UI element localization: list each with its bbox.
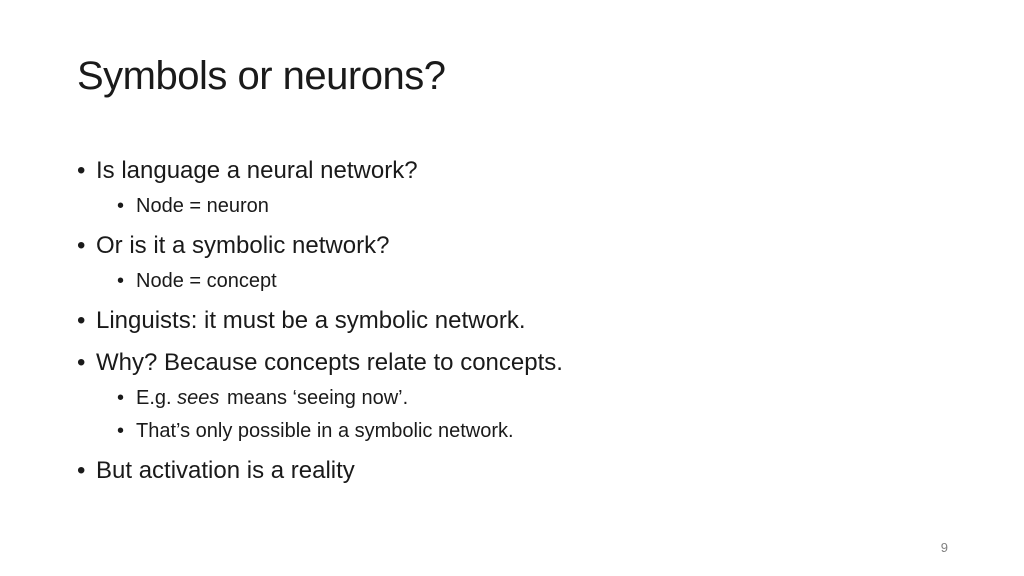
bullet-text: Or is it a symbolic network? [96,232,390,259]
bullet-icon: • [117,195,125,217]
bullet-text: That’s only possible in a symbolic netwo… [136,420,514,442]
sub-bullet-item: • Node = concept [117,269,964,294]
sub-bullet-item: • That’s only possible in a symbolic net… [117,419,964,444]
bullet-text-italic-segment: sees [177,387,220,409]
bullet-text: But activation is a reality [96,457,355,484]
bullet-text: Node = concept [136,270,277,292]
sub-bullet-item: • E.g. sees means ‘seeing now’. [117,386,964,411]
bullet-text: E.g. sees means ‘seeing now’. [136,386,964,411]
bullet-text: Why? Because concepts relate to concepts… [96,349,563,376]
bullet-icon: • [117,387,125,409]
bullet-icon: • [77,157,86,184]
bullet-text-segment: means ‘seeing now’. [221,387,409,409]
sub-bullet-item: • Node = neuron [117,194,964,219]
slide-title: Symbols or neurons? [77,54,446,98]
bullet-item: • Why? Because concepts relate to concep… [77,348,964,378]
bullet-text: Node = neuron [136,195,269,217]
page-number: 9 [940,540,948,555]
bullet-item: • Linguists: it must be a symbolic netwo… [77,306,964,336]
bullet-list: • Is language a neural network? • Node =… [77,156,964,486]
bullet-text: Is language a neural network? [96,157,418,184]
bullet-item: • Is language a neural network? [77,156,964,186]
bullet-text-segment: E.g. [136,387,178,409]
bullet-icon: • [77,457,86,484]
bullet-text: Linguists: it must be a symbolic network… [96,307,526,334]
bullet-item: • But activation is a reality [77,456,964,486]
bullet-icon: • [77,307,86,334]
bullet-item: • Or is it a symbolic network? [77,231,964,261]
bullet-icon: • [77,349,86,376]
bullet-icon: • [77,232,86,259]
bullet-icon: • [117,270,125,292]
bullet-icon: • [117,420,125,442]
